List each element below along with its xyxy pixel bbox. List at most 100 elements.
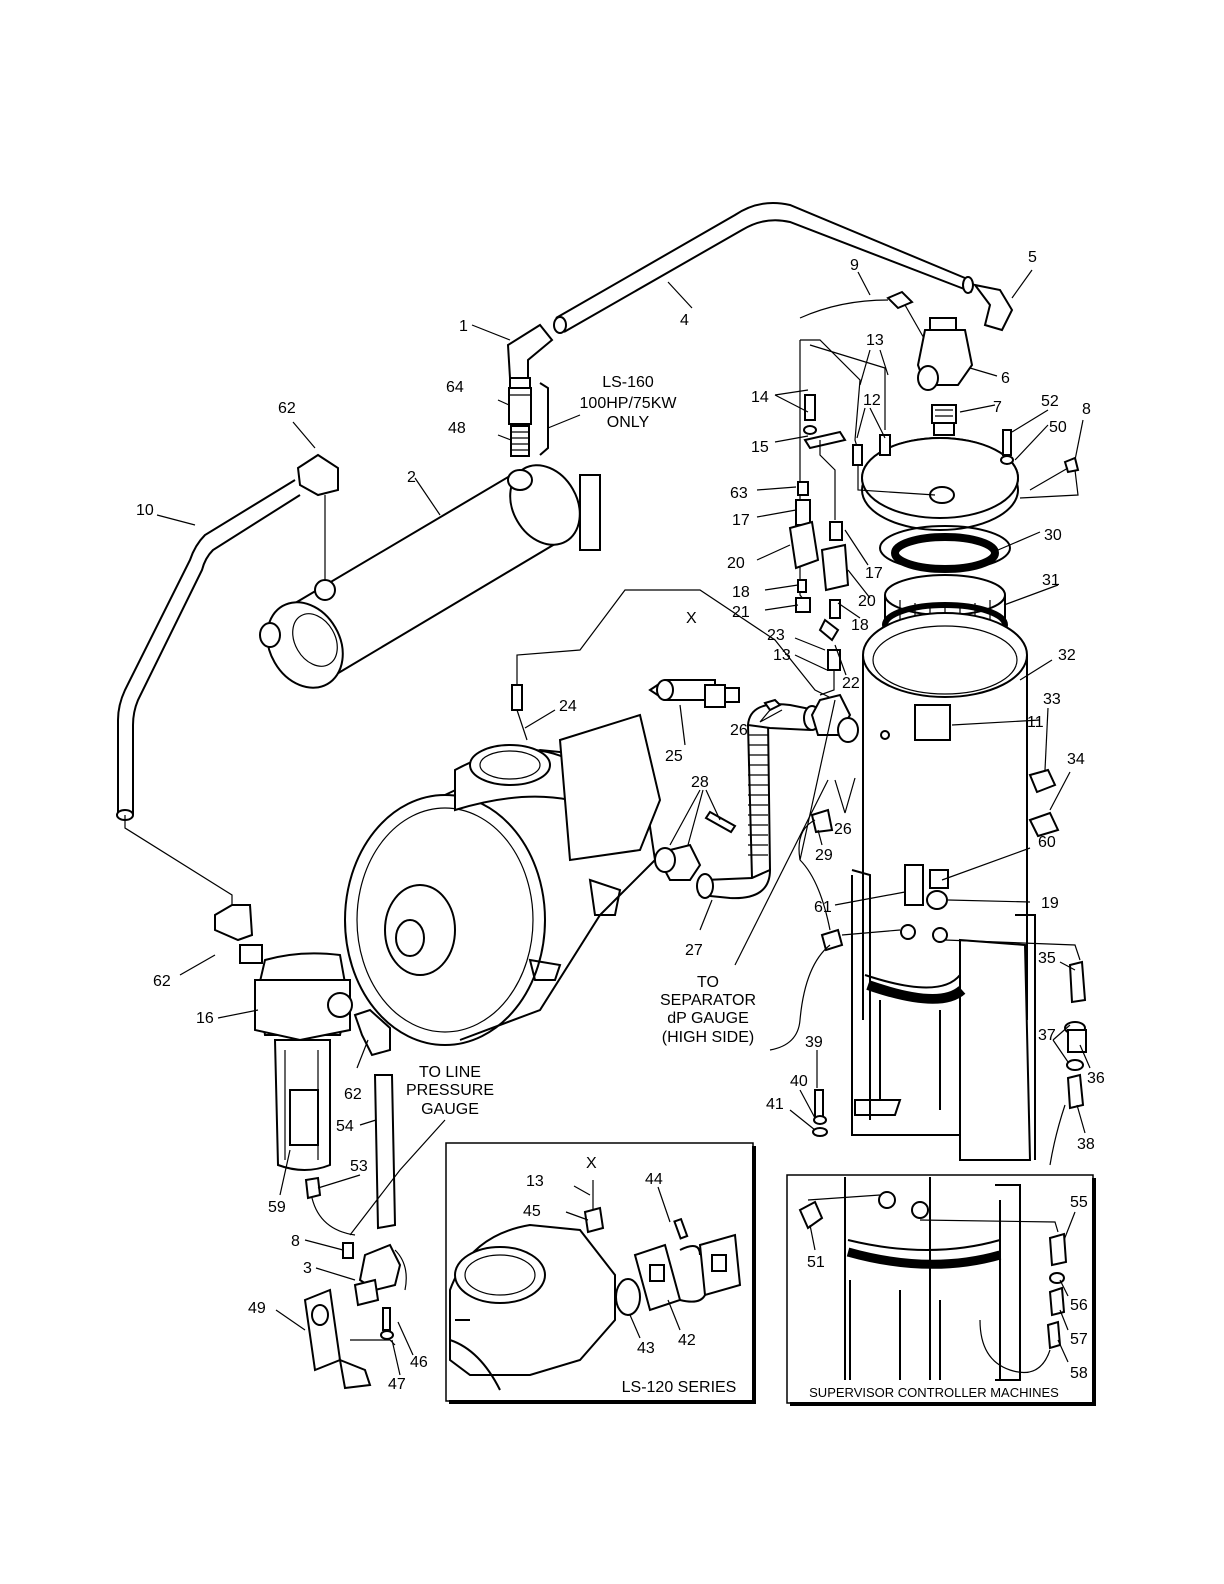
callout-34: 34: [1067, 751, 1085, 768]
callout-16: 16: [196, 1010, 214, 1027]
callout-3: 3: [303, 1260, 312, 1277]
callout-35: 35: [1038, 950, 1056, 967]
callout-19: 19: [1041, 895, 1059, 912]
bolt-39-41: [812, 1089, 828, 1137]
inset-ls120-caption: LS-120 SERIES: [622, 1379, 737, 1396]
callout-29: 29: [815, 847, 833, 864]
callout-39: 39: [805, 1034, 823, 1051]
callout-21: 21: [732, 604, 750, 621]
bracket-49: [303, 1288, 372, 1390]
callout-26-lower: 26: [834, 821, 852, 838]
fitting-8-lower: [342, 1242, 354, 1259]
note-separator-line3: dP GAUGE: [667, 1010, 749, 1027]
fitting-9: [886, 290, 914, 310]
callout-51: 51: [807, 1254, 825, 1271]
leader-lines: [156, 269, 1091, 1376]
fitting-53: [304, 1176, 322, 1200]
ls160-bracket: [539, 382, 549, 456]
callout-26-top: 26: [730, 722, 748, 739]
callout-36: 36: [1087, 1070, 1105, 1087]
callout-18-right: 18: [851, 617, 869, 634]
callout-47: 47: [388, 1376, 406, 1393]
plug-34: [1028, 811, 1060, 838]
callout-60: 60: [1038, 834, 1056, 851]
callout-24: 24: [559, 698, 577, 715]
callout-13-top: 13: [866, 332, 884, 349]
callout-56: 56: [1070, 1297, 1088, 1314]
bolt-52: [1002, 429, 1012, 456]
callout-64: 64: [446, 379, 464, 396]
callout-46: 46: [410, 1354, 428, 1371]
callout-6: 6: [1001, 370, 1010, 387]
coupling-64: [508, 387, 532, 425]
callout-45: 45: [523, 1203, 541, 1220]
fitting-3: [358, 1243, 402, 1292]
tubes-12-22: [788, 339, 936, 696]
callout-20-left: 20: [727, 555, 745, 572]
callout-12: 12: [863, 392, 881, 409]
discharge-pipe: [553, 202, 974, 334]
washer-47: [380, 1330, 394, 1340]
plug-33: [1028, 768, 1057, 794]
flex-hose-27: [696, 703, 821, 900]
pipe-54: [373, 1074, 397, 1230]
callout-41: 41: [766, 1096, 784, 1113]
airend-compressor: [344, 713, 662, 1046]
callout-13-inset: 13: [526, 1173, 544, 1190]
flange-28: [654, 843, 702, 881]
callout-30: 30: [1044, 527, 1062, 544]
callout-22: 22: [842, 675, 860, 692]
callout-38: 38: [1077, 1136, 1095, 1153]
callout-14: 14: [751, 389, 769, 406]
oil-cooler-2: [259, 464, 601, 689]
callout-61: 61: [814, 899, 832, 916]
callout-x-inset: X: [586, 1155, 597, 1172]
callout-32: 32: [1058, 647, 1076, 664]
callout-55: 55: [1070, 1194, 1088, 1211]
callout-2: 2: [407, 469, 416, 486]
callout-18-left: 18: [732, 584, 750, 601]
fitting-24: [511, 684, 523, 711]
callout-20-right: 20: [858, 593, 876, 610]
callout-57: 57: [1070, 1331, 1088, 1348]
callout-33: 33: [1043, 691, 1061, 708]
elbow-fitting-62-lower: [353, 1008, 391, 1057]
callout-53: 53: [350, 1158, 368, 1175]
fitting-8-top: [1063, 456, 1080, 474]
inset-supervisor-controller: [786, 1174, 1096, 1406]
callout-15: 15: [751, 439, 769, 456]
callout-7: 7: [993, 399, 1002, 416]
elbow-fitting-5: [972, 283, 1014, 332]
callout-50: 50: [1049, 419, 1067, 436]
pipe-10: [116, 479, 301, 821]
callout-42: 42: [678, 1332, 696, 1349]
callout-25: 25: [665, 748, 683, 765]
inset-supervisor-caption: SUPERVISOR CONTROLLER MACHINES: [809, 1385, 1059, 1400]
tube-9: [799, 299, 889, 319]
callout-1: 1: [459, 318, 468, 335]
callout-62-lower: 62: [344, 1086, 362, 1103]
fitting-35-38: [944, 939, 1087, 1166]
callout-58: 58: [1070, 1365, 1088, 1382]
fitting-29: [810, 808, 834, 834]
note-separator-line1: TO: [697, 974, 719, 991]
callout-28: 28: [691, 774, 709, 791]
callout-59: 59: [268, 1199, 286, 1216]
callout-17-right: 17: [865, 565, 883, 582]
valve-6: [916, 317, 974, 391]
note-ls160-line2: 100HP/75KW: [580, 395, 678, 412]
callout-23: 23: [767, 627, 785, 644]
callout-labels: 1 2 3 4 5 6 7 8 8 9 10 11 12 13 13 13 14…: [136, 249, 1105, 1393]
note-line-pressure-line3: GAUGE: [421, 1101, 479, 1118]
callout-4: 4: [680, 312, 689, 329]
callout-52: 52: [1041, 393, 1059, 410]
separator-tank-32: [851, 437, 1036, 1161]
callout-31: 31: [1042, 572, 1060, 589]
callout-43: 43: [637, 1340, 655, 1357]
note-separator-line4: (HIGH SIDE): [662, 1029, 754, 1046]
safety-valve-25: [648, 679, 740, 708]
callout-54: 54: [336, 1118, 354, 1135]
note-separator-line2: SEPARATOR: [660, 992, 756, 1009]
flange-26: [810, 693, 890, 743]
